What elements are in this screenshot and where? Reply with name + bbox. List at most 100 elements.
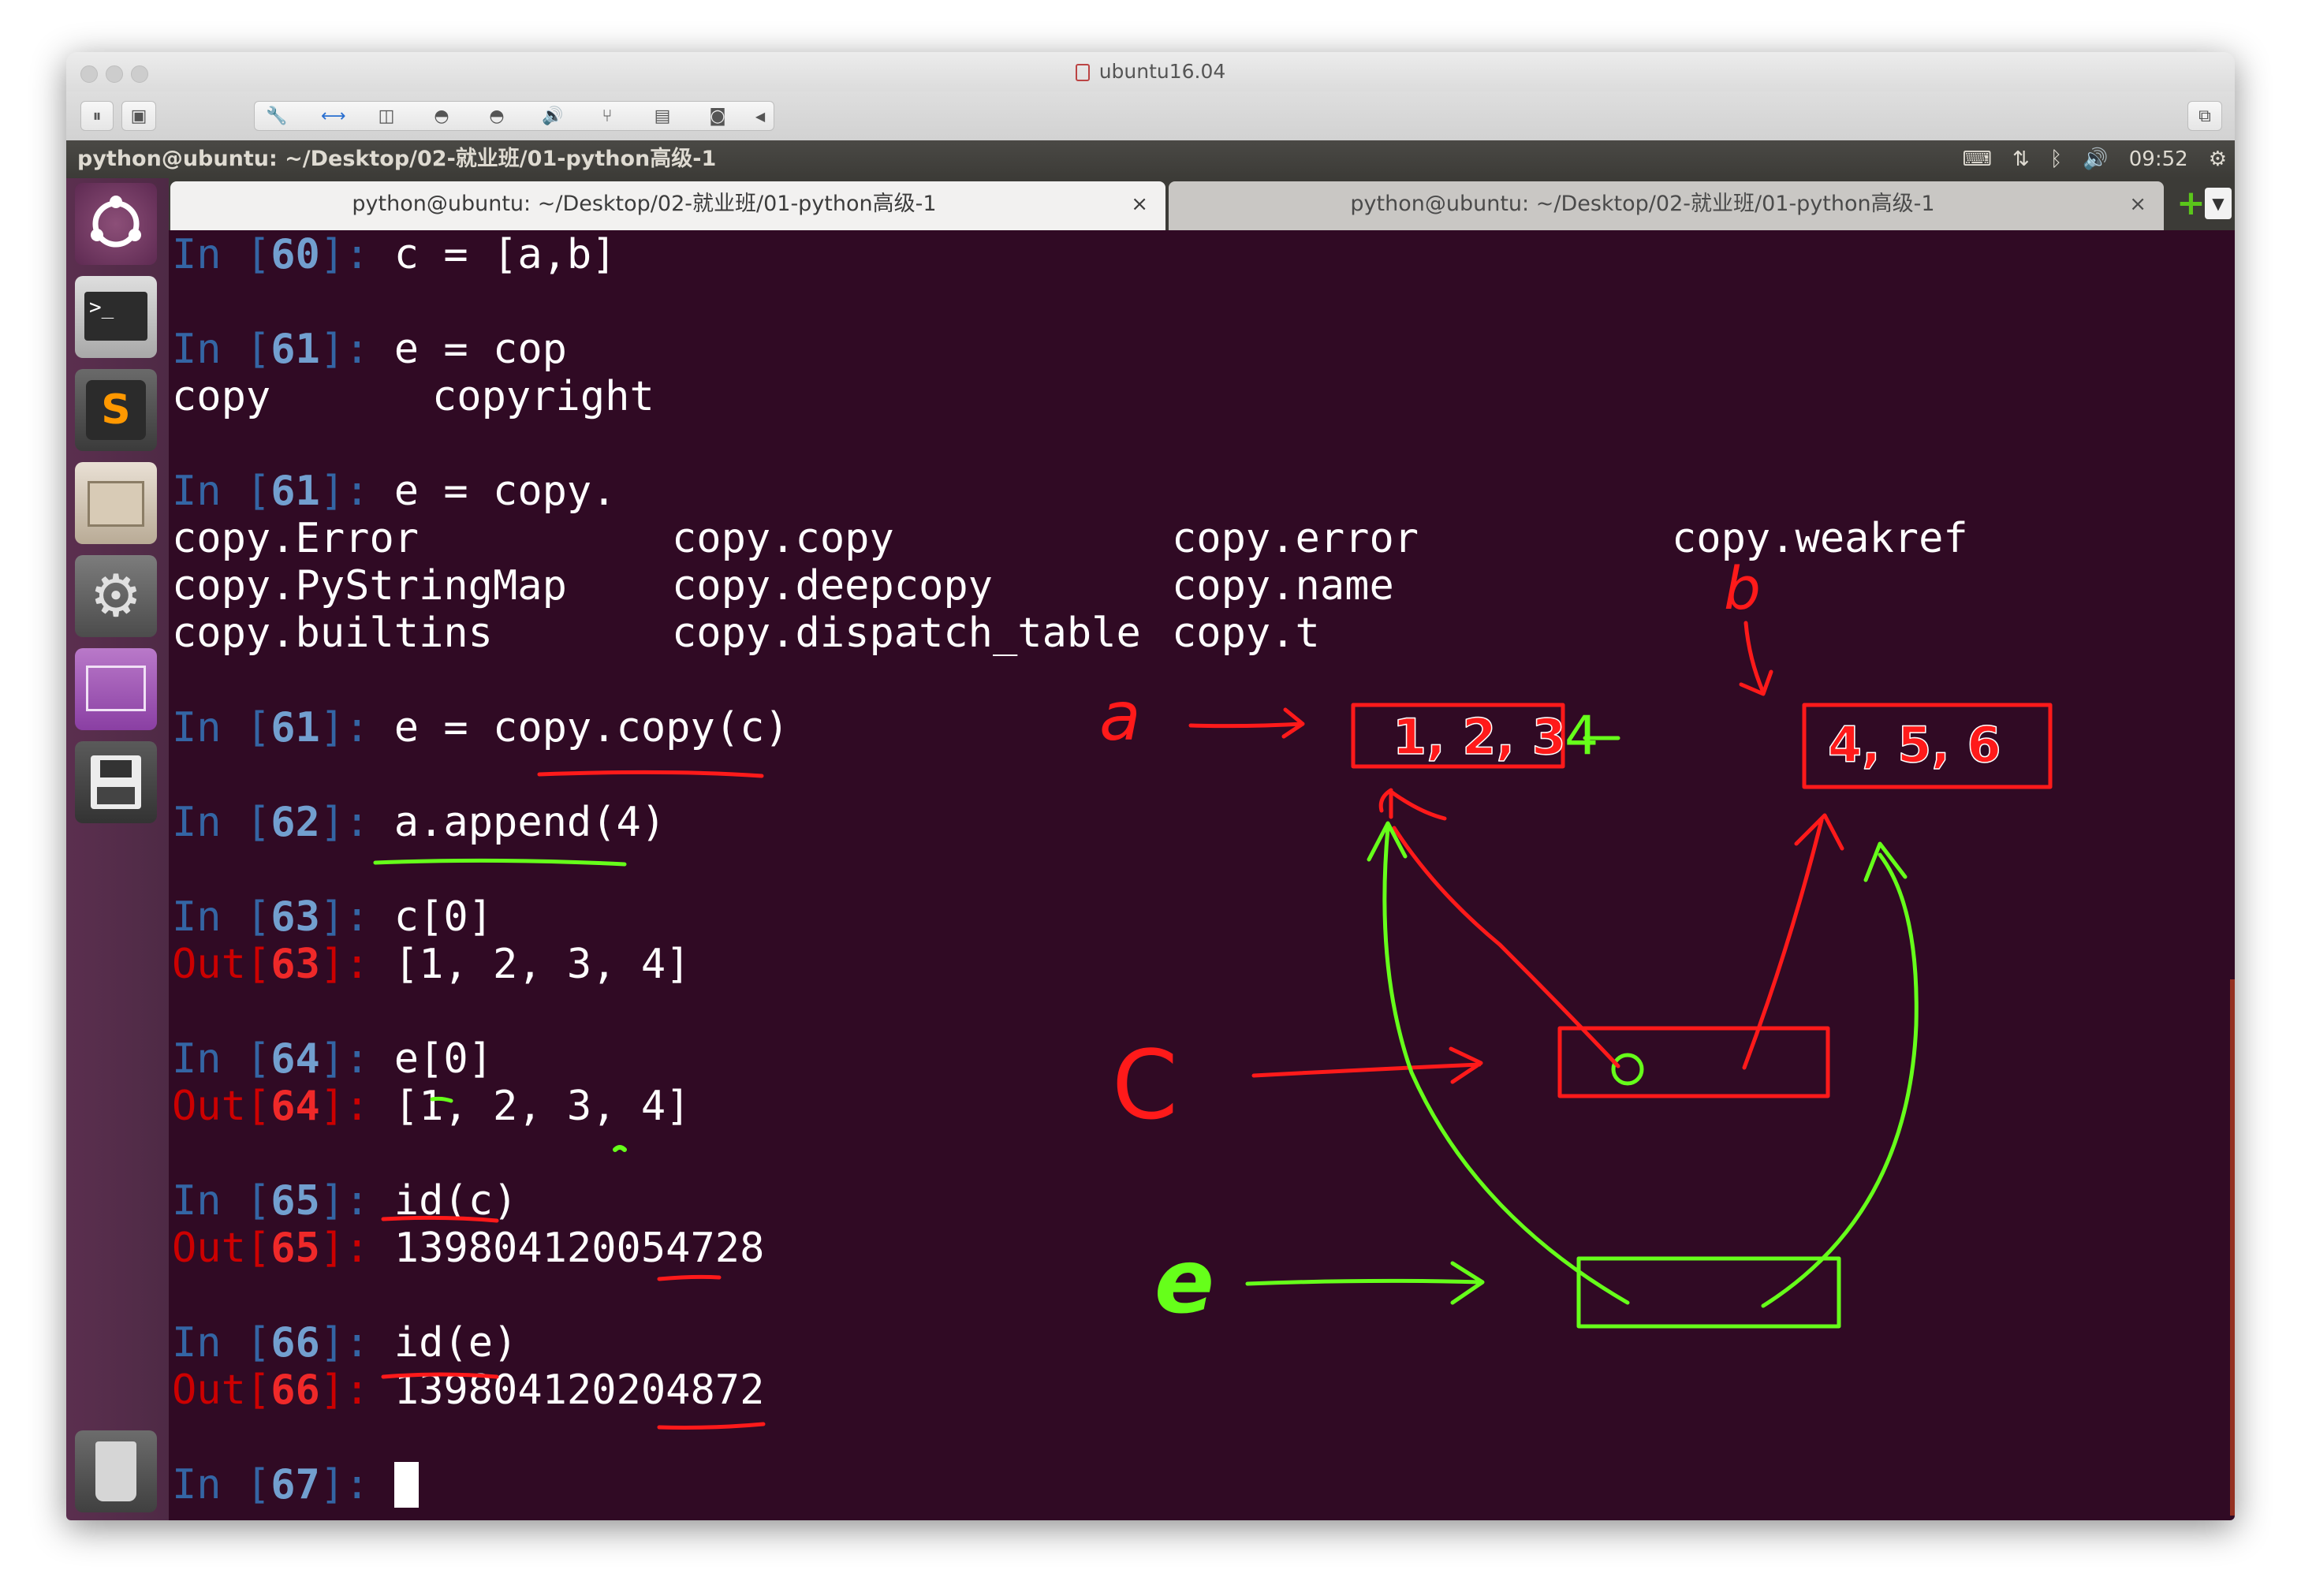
tab-menu-chevron-down-icon[interactable]: ▼: [2205, 188, 2232, 219]
prompt-number: 61: [270, 468, 320, 515]
zoom-window-button[interactable]: [131, 65, 148, 83]
floppy-icon[interactable]: ▤: [654, 106, 671, 126]
prompt-number: 63: [270, 893, 320, 941]
system-settings-launcher-button[interactable]: ⚙: [75, 555, 157, 637]
chevron-left-icon[interactable]: ◀: [755, 109, 766, 124]
snapshot-button[interactable]: ▣: [121, 101, 156, 131]
vm-title-text: ubuntu16.04: [1098, 60, 1226, 83]
prompt-close: ]:: [319, 1083, 394, 1130]
output-text: [1, 2, 3, 4]: [393, 1083, 691, 1130]
command-text: e = cop: [393, 326, 567, 373]
minimize-window-button[interactable]: [106, 65, 123, 83]
prompt-number: 65: [270, 1225, 320, 1272]
output-line: Out[64]: [1, 2, 3, 4]: [172, 1082, 690, 1131]
output-line: Out[63]: [1, 2, 3, 4]: [172, 940, 690, 989]
prompt-close: ]:: [319, 704, 394, 751]
bluetooth-icon[interactable]: ᛒ: [2049, 147, 2063, 171]
prompt-close: ]:: [319, 941, 394, 988]
gear-icon: ⚙: [89, 562, 143, 630]
tab-1[interactable]: python@ubuntu: ~/Desktop/02-就业班/01-pytho…: [170, 181, 1165, 230]
floppy-disk-icon: [91, 755, 141, 809]
prompt-number: 67: [270, 1461, 320, 1508]
tab-1-label: python@ubuntu: ~/Desktop/02-就业班/01-pytho…: [352, 192, 937, 216]
close-window-button[interactable]: [80, 65, 98, 83]
pause-button[interactable]: ⏸: [80, 101, 114, 131]
document-icon: [1075, 64, 1090, 81]
prompt-number: 64: [270, 1083, 320, 1130]
completion-item: copy.copy: [672, 515, 894, 562]
vm-title: ubuntu16.04: [66, 52, 2235, 91]
prompt-number: 64: [270, 1035, 320, 1083]
tab-2-label: python@ubuntu: ~/Desktop/02-就业班/01-pytho…: [1350, 192, 1935, 216]
prompt-number: 63: [270, 941, 320, 988]
input-line: In [66]: id(e): [172, 1318, 517, 1367]
input-line: In [65]: id(c): [172, 1176, 517, 1225]
command-text: e[0]: [393, 1035, 494, 1083]
terminal-icon: >_: [84, 292, 147, 341]
command-text: id(e): [393, 1319, 518, 1367]
prompt-number: 60: [270, 231, 320, 278]
wrench-icon[interactable]: 🔧: [266, 106, 288, 126]
vm-toolbar: ⏸ ▣ 🔧 ⟷ ◫ ◓ ◓ 🔊 ⑂ ▤ ◙ ◀ ⧉: [66, 91, 2235, 141]
prompt-number: 66: [270, 1319, 320, 1367]
volume-icon[interactable]: 🔊: [2083, 147, 2109, 171]
scrollbar-indicator[interactable]: [2230, 979, 2235, 1516]
output-line: Out[65]: 139804120054728: [172, 1224, 764, 1273]
ubuntu-logo-icon: [91, 196, 141, 248]
workspace-switcher-button[interactable]: [75, 648, 157, 730]
completion-item: copyright: [432, 373, 654, 420]
prompt-close: ]:: [319, 1367, 394, 1414]
usb-icon[interactable]: ⑂: [602, 106, 613, 126]
terminal-launcher-button[interactable]: >_: [75, 276, 157, 358]
trash-launcher-button[interactable]: [75, 1430, 157, 1512]
sublime-text-launcher-button[interactable]: S: [75, 369, 157, 451]
prompt-in-label: In [: [172, 799, 271, 846]
command-text: c[0]: [393, 893, 494, 941]
terminal-tab-bar: python@ubuntu: ~/Desktop/02-就业班/01-pytho…: [169, 178, 2235, 230]
prompt-in-label: In [: [172, 468, 271, 515]
completion-item: copy.name: [1172, 562, 1394, 610]
save-disk-launcher-button[interactable]: [75, 741, 157, 823]
camera-icon[interactable]: ◙: [709, 106, 726, 126]
prompt-close: ]:: [319, 231, 394, 278]
dash-home-button[interactable]: [75, 183, 157, 265]
output-text: 139804120204872: [393, 1367, 765, 1414]
clock[interactable]: 09:52: [2128, 147, 2188, 171]
keyboard-icon[interactable]: ⌨: [1962, 147, 1992, 171]
tab-1-close-icon[interactable]: ×: [1131, 192, 1148, 216]
completion-item: copy.weakref: [1672, 515, 1968, 562]
snapshot-icon: ▣: [130, 106, 147, 126]
prompt-close: ]:: [319, 468, 394, 515]
output-text: 139804120054728: [393, 1225, 765, 1272]
new-tab-plus-icon[interactable]: +: [2176, 183, 2206, 223]
cd-drive-icon[interactable]: ◓: [434, 106, 449, 126]
prompt-close: ]:: [319, 893, 394, 941]
tab-2-close-icon[interactable]: ×: [2129, 192, 2146, 216]
settings-gear-icon[interactable]: ⚙: [2208, 147, 2227, 171]
unity-launcher: >_ S ⚙: [66, 178, 170, 1520]
speaker-icon[interactable]: 🔊: [542, 106, 564, 126]
network-arrows-icon[interactable]: ⟷: [321, 106, 346, 126]
trash-icon: [95, 1441, 136, 1501]
output-text: [1, 2, 3, 4]: [393, 941, 691, 988]
prompt-number: 66: [270, 1367, 320, 1414]
command-text: e = copy.copy(c): [393, 704, 789, 751]
prompt-in-label: In [: [172, 1035, 271, 1083]
fullscreen-button[interactable]: ⧉: [2187, 101, 2222, 131]
cd-drive-2-icon[interactable]: ◓: [489, 106, 505, 126]
tab-2[interactable]: python@ubuntu: ~/Desktop/02-就业班/01-pytho…: [1169, 181, 2164, 230]
input-line: In [61]: e = copy.copy(c): [172, 703, 789, 752]
restore-icon: ⧉: [2198, 106, 2211, 126]
input-line: In [62]: a.append(4): [172, 798, 666, 847]
network-transfer-icon[interactable]: ⇅: [2012, 147, 2030, 171]
prompt-close: ]:: [319, 326, 394, 373]
input-line: In [63]: c[0]: [172, 893, 493, 942]
prompt-out-label: Out[: [172, 1083, 271, 1130]
completion-item: copy: [172, 373, 271, 420]
completion-item: copy.dispatch_table: [672, 610, 1141, 657]
prompt-number: 61: [270, 326, 320, 373]
hard-disk-icon[interactable]: ◫: [378, 106, 395, 126]
prompt-close: ]:: [319, 1461, 394, 1508]
files-launcher-button[interactable]: [75, 462, 157, 544]
